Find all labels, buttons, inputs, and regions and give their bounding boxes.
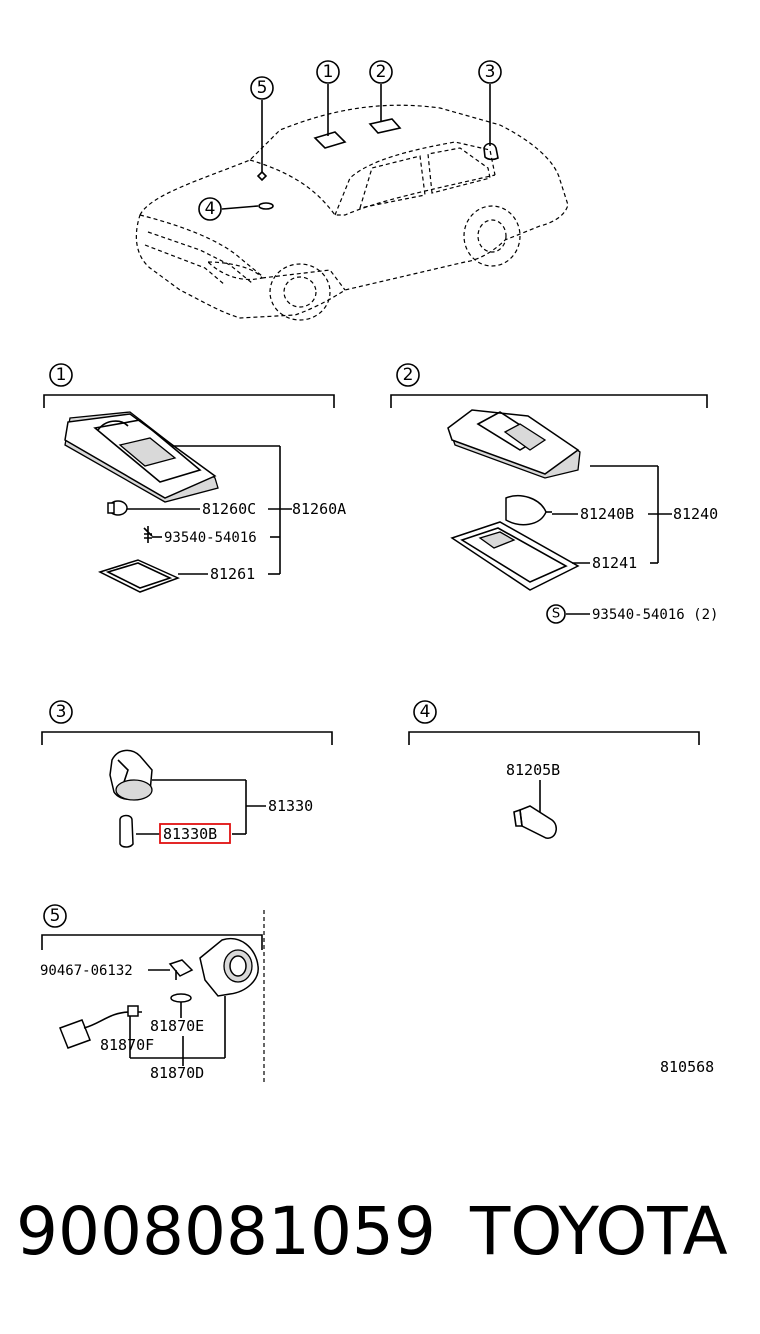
label-81870F: 81870F (100, 1036, 154, 1054)
callout-5: 5 (257, 78, 268, 98)
label-81330: 81330 (268, 797, 313, 815)
section-3-number: 3 (56, 702, 67, 722)
label-81240: 81240 (673, 505, 718, 523)
part-number: 9008081059 (16, 1193, 436, 1270)
section-1: 1 81260C 81260A 93540-54016 81261 (43, 363, 346, 593)
label-81870D: 81870D (150, 1064, 204, 1082)
section-2: 2 S 81240B 81240 81241 93540-54016 (2) (390, 363, 718, 624)
label-81205B: 81205B (506, 761, 560, 779)
label-93540-54016: 93540-54016 (164, 530, 257, 546)
label-81240B: 81240B (580, 505, 634, 523)
footer: 9008081059 TOYOTA (0, 1185, 760, 1285)
label-90467-06132: 90467-06132 (40, 963, 133, 979)
highlight-box (159, 823, 231, 844)
section-2-number: 2 (403, 365, 414, 385)
label-81870E: 81870E (150, 1017, 204, 1035)
callout-3: 3 (485, 62, 496, 82)
label-81330B: 81330B (163, 825, 217, 843)
callout-1: 1 (323, 62, 334, 82)
callout-2: 2 (376, 62, 387, 82)
callout-4: 4 (205, 199, 216, 219)
label-81241: 81241 (592, 554, 637, 572)
section-1-number: 1 (56, 365, 67, 385)
label-81260A: 81260A (292, 500, 346, 518)
s-symbol: S (552, 607, 560, 622)
label-93540-54016-qty2: 93540-54016 (2) (592, 607, 718, 623)
label-81260C: 81260C (202, 500, 256, 518)
section-5-number: 5 (50, 906, 61, 926)
section-4-number: 4 (420, 702, 431, 722)
section-3: 3 81330 81330B (41, 700, 333, 848)
diagram-code: 810568 (660, 1058, 714, 1076)
label-81261: 81261 (210, 565, 255, 583)
section-4: 4 81205B (408, 700, 700, 839)
brand-name: TOYOTA (470, 1193, 728, 1270)
car-illustration: 1 2 3 5 4 (135, 60, 569, 321)
section-5: 5 90467-06132 81870E 81870F 81870D (40, 904, 265, 1085)
